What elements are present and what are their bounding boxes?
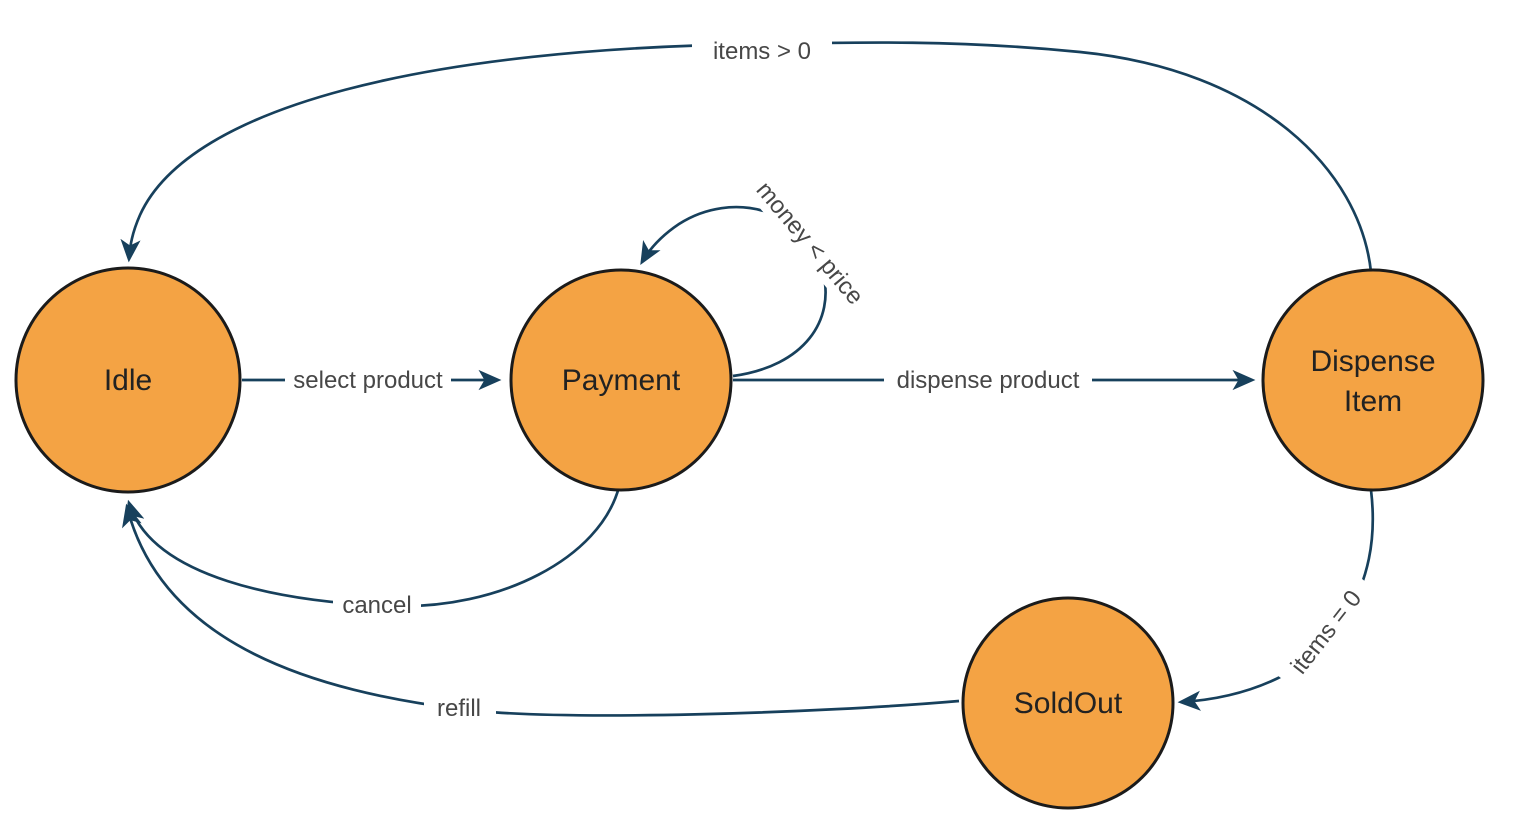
edge-dispense-to-idle: [120, 41, 1373, 273]
edge-label-text: select product: [293, 367, 443, 394]
edge-label-cancel: cancel: [333, 590, 421, 620]
edge-label-refill: refill: [424, 693, 496, 723]
state-label: SoldOut: [1014, 687, 1123, 720]
state-node-idle: Idle: [14, 266, 242, 494]
state-circle: [14, 266, 242, 494]
edge-label-text: refill: [437, 695, 481, 722]
edge-label-text: items > 0: [713, 38, 811, 65]
edge-label-text: money < price: [751, 177, 869, 310]
state-label: Idle: [104, 364, 152, 397]
edge-soldout-to-idle-refill: [122, 503, 960, 717]
state-node-soldout: SoldOut: [961, 596, 1175, 810]
edge-label-text: dispense product: [897, 367, 1080, 394]
edge-label-dispense-product: dispense product: [884, 365, 1092, 395]
edge-payment-to-idle-cancel: [125, 486, 621, 608]
state-label-line2: Item: [1344, 385, 1402, 418]
state-circle: [509, 268, 733, 492]
state-circle: [1261, 268, 1485, 492]
edge-label-text: items = 0: [1286, 585, 1368, 679]
edge-label-money-less-price: money < price: [741, 165, 879, 321]
edge-label-text: cancel: [342, 592, 411, 619]
edge-label-items-eq-0: items = 0: [1273, 571, 1379, 693]
state-circle: [961, 596, 1175, 810]
state-node-payment: Payment: [509, 268, 733, 492]
state-node-dispense-item: Dispense Item: [1261, 268, 1485, 492]
edge-label-items-gt-0: items > 0: [692, 34, 832, 66]
state-label-line1: Dispense: [1310, 345, 1435, 378]
edge-label-select-product: select product: [285, 365, 451, 395]
state-label: Payment: [562, 364, 681, 397]
